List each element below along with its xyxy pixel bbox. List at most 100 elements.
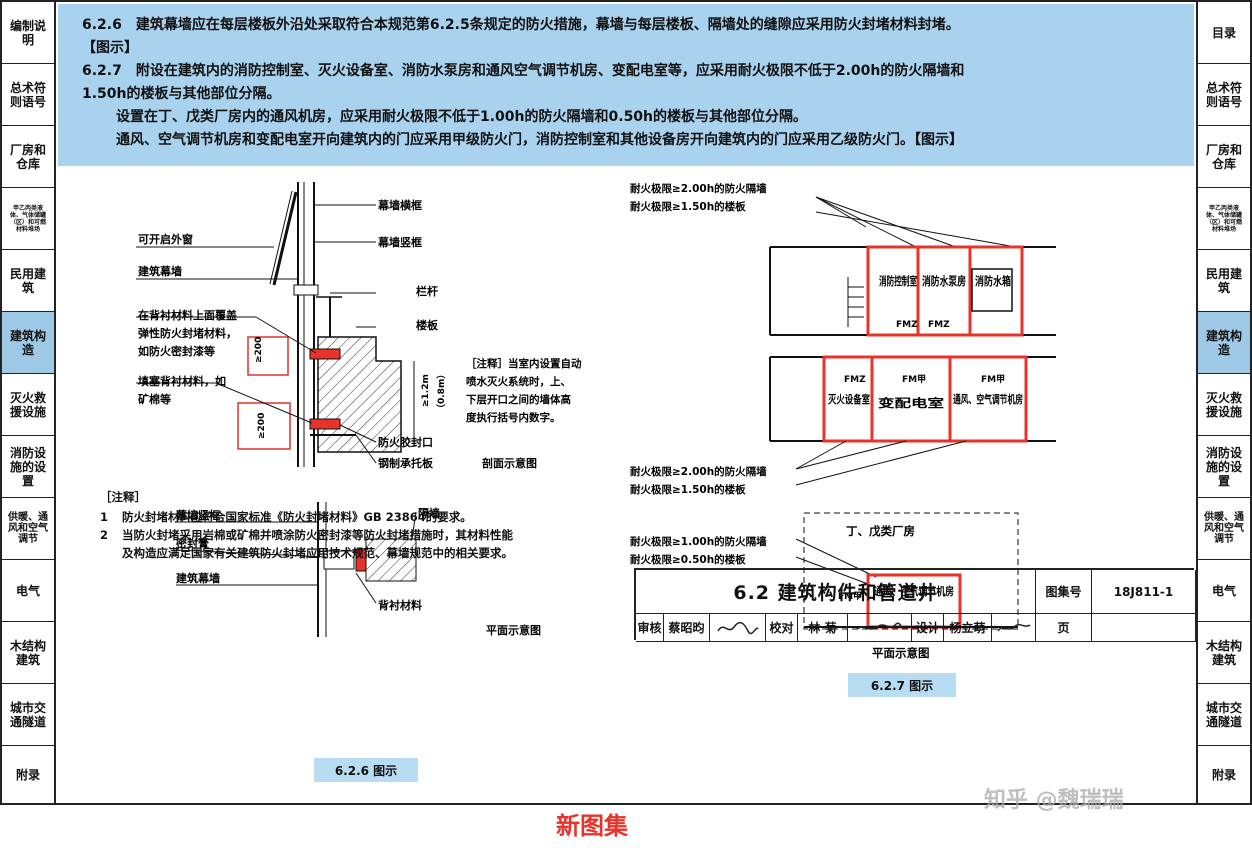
signature-icon xyxy=(996,623,1030,631)
left-tab-timber[interactable]: 木结构建筑 xyxy=(2,622,54,684)
annotation-line-4: 度执行括号内数字。 xyxy=(466,411,561,424)
clause-626-figure-link[interactable]: 【图示】 xyxy=(82,40,138,56)
design-label: 设计 xyxy=(912,614,944,642)
label-fire-seal: 防火胶封口 xyxy=(378,435,433,449)
drawing-sheet: 6.2.6 建筑幕墙应在每层楼板外沿处采取符合本规范第6.2.5条规定的防火措施… xyxy=(56,0,1196,805)
label-mid-slab: 耐火极限≥1.50h的楼板 xyxy=(630,483,746,496)
checker-name: 林 菊 xyxy=(798,614,848,642)
room-hvac: 通风、空气调节机房 xyxy=(953,392,1023,406)
label-curtain-wall: 建筑幕墙 xyxy=(138,264,182,278)
right-tab-contents[interactable]: 目录 xyxy=(1198,2,1250,64)
door-label-a-2: FM甲 xyxy=(981,374,1005,385)
door-label-a-3: FM甲 xyxy=(838,591,862,602)
label-railing: 栏杆 xyxy=(416,284,438,298)
door-label-b-2: FMZ xyxy=(928,320,950,330)
reviewer-name: 蔡昭昀 xyxy=(664,614,710,642)
right-tab-electric[interactable]: 电气 xyxy=(1198,560,1250,622)
door-label-b-3: FMZ xyxy=(844,375,866,385)
clause-header: 6.2.6 建筑幕墙应在每层楼板外沿处采取符合本规范第6.2.5条规定的防火措施… xyxy=(58,4,1194,166)
room-fan: 通风、空气调节机房 xyxy=(874,584,954,598)
signature-icon xyxy=(856,622,904,630)
room-pump: 消防水泵房 xyxy=(922,274,966,288)
left-tab-construction[interactable]: 建筑构造 xyxy=(2,312,54,374)
label-curtain-mullion: 幕墙竖框 xyxy=(377,235,422,249)
right-tab-appendix[interactable]: 附录 xyxy=(1211,767,1236,782)
right-tab-hvac[interactable]: 供暖、通风和空气调节 xyxy=(1198,498,1250,560)
label-top-wall: 耐火极限≥2.00h的防火隔墙 xyxy=(630,182,767,195)
right-chapter-nav: 目录 总术符则语号 厂房和仓库 甲乙丙类液体、气体储罐（区）和可燃材料堆场 民用… xyxy=(1196,0,1252,805)
left-tab-hvac[interactable]: 供暖、通风和空气调节 xyxy=(2,498,54,560)
figure-626-button[interactable]: 6.2.6 图示 xyxy=(314,758,418,782)
plan-627-fan-room: 丁、戊类厂房 耐火极限≥1.00h的防火隔墙 耐火极限≥0.50h的楼板 FM甲… xyxy=(630,512,1019,660)
label-backing-note-1: 在背衬材料上面覆盖 xyxy=(138,308,237,322)
title-block: 6.2 建筑构件和管道井 图集号 18J811-1 审核 蔡昭昀 校对 林 菊 … xyxy=(634,568,1196,642)
designer-name: 杨立萌 xyxy=(944,614,992,642)
atlas-label: 图集号 xyxy=(1036,570,1092,614)
left-tab-appendix[interactable]: 附录 xyxy=(15,767,40,782)
right-tab-factory[interactable]: 厂房和仓库 xyxy=(1198,126,1250,188)
right-tab-construction[interactable]: 建筑构造 xyxy=(1198,312,1250,374)
dim-200-top: ≥200 xyxy=(254,337,264,363)
label-fill-note-1: 填塞背衬材料，如 xyxy=(138,374,226,388)
left-tab-electric[interactable]: 电气 xyxy=(2,560,54,622)
right-tab-storage[interactable]: 甲乙丙类液体、气体储罐（区）和可燃材料堆场 xyxy=(1198,188,1250,250)
right-tab-civil[interactable]: 民用建筑 xyxy=(1198,250,1250,312)
dim-200-bottom: ≥200 xyxy=(257,413,267,439)
left-tab-tunnel[interactable]: 城市交通隧道 xyxy=(2,684,54,746)
left-tab-civil[interactable]: 民用建筑 xyxy=(2,250,54,312)
check-label: 校对 xyxy=(766,614,798,642)
room-extinguish: 灭火设备室 xyxy=(827,392,870,406)
plan-diagram-626: 幕墙竖框 隔墙 密封膏 建筑幕墙 背衬材料 平面示意图 xyxy=(175,502,541,637)
section-caption: 剖面示意图 xyxy=(482,456,537,470)
left-tab-storage[interactable]: 甲乙丙类液体、气体储罐（区）和可燃材料堆场 xyxy=(2,188,54,250)
designer-signature xyxy=(992,614,1036,642)
reviewer-signature xyxy=(710,614,766,642)
label-fill-note-2: 矿棉等 xyxy=(138,392,171,406)
left-tab-terms[interactable]: 总术符则语号 xyxy=(2,64,54,126)
left-tab-fire-facilities[interactable]: 消防设施的设置 xyxy=(2,436,54,498)
right-tab-rescue[interactable]: 灭火救援设施 xyxy=(1198,374,1250,436)
atlas-number: 18J811-1 xyxy=(1092,570,1196,614)
room-substation: 变配电室 xyxy=(878,396,945,410)
label-backing-note-2: 弹性防火封堵材料， xyxy=(138,326,237,340)
left-tab-factory[interactable]: 厂房和仓库 xyxy=(2,126,54,188)
annotation-line-2: 喷水灭火系统时，上、 xyxy=(466,375,571,388)
clause-626-text: 6.2.6 建筑幕墙应在每层楼板外沿处采取符合本规范第6.2.5条规定的防火措施… xyxy=(82,17,960,33)
notes-title: ［注释］ xyxy=(100,490,146,504)
right-tab-timber[interactable]: 木结构建筑 xyxy=(1198,622,1250,684)
clause-627-text: 6.2.7 附设在建筑内的消防控制室、灭火设备室、消防水泵房和通风空气调节机房、… xyxy=(82,63,965,79)
label-curtain-transom: 幕墙横框 xyxy=(377,198,422,212)
label-plan-sealant: 密封膏 xyxy=(176,536,209,550)
section-diagram: ≥200 ≥200 ≥1.2m （0.8m） 幕墙横框 可开启外窗 幕墙竖框 建… xyxy=(136,182,582,470)
label-plan-mullion: 幕墙竖框 xyxy=(175,508,220,522)
annotation-line-3: 下层开口之间的墙体高 xyxy=(466,393,571,406)
label-plan-curtain-wall: 建筑幕墙 xyxy=(176,571,220,585)
label-top-slab: 耐火极限≥1.50h的楼板 xyxy=(630,200,746,213)
label-fan-slab: 耐火极限≥0.50h的楼板 xyxy=(630,553,746,566)
label-steel-tray: 钢制承托板 xyxy=(378,456,434,470)
right-tab-tunnel[interactable]: 城市交通隧道 xyxy=(1198,684,1250,746)
label-factory: 丁、戊类厂房 xyxy=(846,524,915,538)
annotation-line-1: ［注释］当室内设置自动 xyxy=(466,357,582,370)
door-label-b-1: FMZ xyxy=(896,320,918,330)
left-tab-rescue[interactable]: 灭火救援设施 xyxy=(2,374,54,436)
clause-627-para2: 设置在丁、戊类厂房内的通风机房，应采用耐火极限不低于1.00h的防火隔墙和0.5… xyxy=(116,109,808,125)
clause-627-para3: 通风、空气调节机房和变配电室开向建筑内的门应采用甲级防火门，消防控制室和其他设备… xyxy=(116,132,963,148)
label-plan-backing: 背衬材料 xyxy=(378,598,422,612)
plan-627-caption: 平面示意图 xyxy=(872,646,930,660)
label-slab: 楼板 xyxy=(416,318,439,332)
figure-627-button[interactable]: 6.2.7 图示 xyxy=(848,673,956,697)
label-mid-wall: 耐火极限≥2.00h的防火隔墙 xyxy=(630,465,767,478)
left-chapter-nav: 编制说明 总术符则语号 厂房和仓库 甲乙丙类液体、气体储罐（区）和可燃材料堆场 … xyxy=(0,0,56,805)
label-backing-note-3: 如防火密封漆等 xyxy=(138,344,215,358)
checker-signature xyxy=(848,614,912,642)
left-tab-intro[interactable]: 编制说明 xyxy=(2,2,54,64)
right-tab-fire-facilities[interactable]: 消防设施的设置 xyxy=(1198,436,1250,498)
room-control: 消防控制室 xyxy=(879,274,917,288)
dim-box-upper xyxy=(247,336,289,376)
right-tab-terms[interactable]: 总术符则语号 xyxy=(1198,64,1250,126)
page-label: 页 xyxy=(1036,614,1092,642)
review-label: 审核 xyxy=(636,614,664,642)
